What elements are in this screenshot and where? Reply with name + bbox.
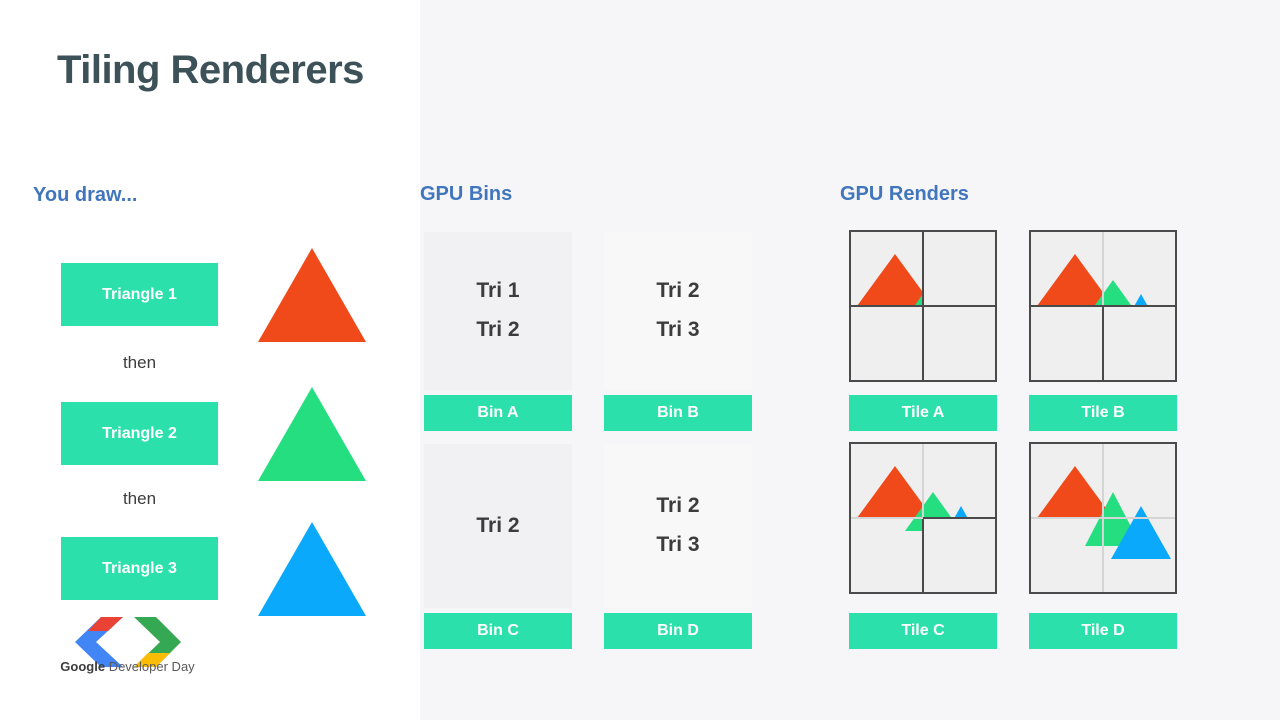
tile-card-c: Tile C bbox=[849, 442, 997, 649]
tile-grid-horizontal-b bbox=[1031, 305, 1175, 307]
connector-then-1: then bbox=[122, 353, 157, 372]
bin-item: Tri 3 bbox=[656, 533, 700, 556]
bin-card-a: Tri 1 Tri 2 Bin A bbox=[424, 232, 572, 431]
bin-panel-body-d bbox=[604, 444, 752, 608]
tile-clip-full bbox=[1031, 444, 1175, 592]
bin-item: Tri 2 bbox=[656, 279, 700, 303]
tile-frame-a bbox=[849, 230, 997, 382]
bin-contents-d: Tri 2 Tri 3 bbox=[604, 444, 752, 608]
tile-card-b: Tile B bbox=[1029, 230, 1177, 431]
section-heading-gpu-renders: GPU Renders bbox=[840, 183, 969, 205]
bin-item: Tri 3 bbox=[656, 318, 700, 341]
tile-grid-horizontal-right-c bbox=[923, 517, 995, 519]
tile-triangles-c-bottom bbox=[905, 518, 923, 531]
tile-frame-d bbox=[1029, 442, 1177, 594]
bin-item: Tri 1 bbox=[476, 279, 520, 303]
tile-clip-top-left bbox=[851, 232, 923, 306]
connector-then-2: then bbox=[122, 489, 157, 508]
bin-card-d: Tri 2 Tri 3 Bin D bbox=[604, 444, 752, 649]
tile-grid-vertical-top-b bbox=[1102, 232, 1104, 306]
tile-triangles-a bbox=[857, 254, 923, 306]
triangle-icon-orange bbox=[258, 248, 366, 342]
tile-scene-d bbox=[1031, 444, 1175, 592]
tile-grid-horizontal-d bbox=[1031, 517, 1175, 519]
tile-grid-horizontal-left-c bbox=[851, 517, 923, 519]
bin-panel-body-c bbox=[424, 444, 572, 608]
bin-contents-b: Tri 2 Tri 3 bbox=[604, 232, 752, 390]
section-heading-you-draw: You draw... bbox=[33, 184, 138, 206]
google-developer-day-logo bbox=[75, 617, 181, 667]
tile-label-d[interactable]: Tile D bbox=[1029, 613, 1177, 649]
tile-card-a: Tile A bbox=[849, 230, 997, 431]
draw-step-button-triangle-3[interactable]: Triangle 3 bbox=[61, 537, 218, 600]
tile-label-c[interactable]: Tile C bbox=[849, 613, 997, 649]
tile-scene-a bbox=[851, 232, 995, 380]
bin-label-a[interactable]: Bin A bbox=[424, 395, 572, 431]
bin-item: Tri 2 bbox=[476, 318, 520, 341]
tile-frame-b bbox=[1029, 230, 1177, 382]
draw-step-button-triangle-2[interactable]: Triangle 2 bbox=[61, 402, 218, 465]
section-heading-gpu-bins: GPU Bins bbox=[420, 183, 513, 205]
bin-label-b[interactable]: Bin B bbox=[604, 395, 752, 431]
tile-card-d: Tile D bbox=[1029, 442, 1177, 649]
tile-grid-vertical-bottom-c bbox=[922, 518, 924, 592]
triangle-icon-green bbox=[258, 387, 366, 481]
draw-step-button-triangle-1[interactable]: Triangle 1 bbox=[61, 263, 218, 326]
tile-label-b[interactable]: Tile B bbox=[1029, 395, 1177, 431]
triangle-icon-blue bbox=[258, 522, 366, 616]
page-title: Tiling Renderers bbox=[57, 48, 364, 92]
tile-label-a[interactable]: Tile A bbox=[849, 395, 997, 431]
bin-item: Tri 2 bbox=[656, 494, 700, 518]
bin-contents-c: Tri 2 bbox=[424, 444, 572, 608]
bin-label-c[interactable]: Bin C bbox=[424, 613, 572, 649]
tile-grid-vertical-bottom-b bbox=[1102, 306, 1104, 380]
google-developer-day-text: Google Developer Day bbox=[50, 659, 205, 674]
tile-grid-vertical-top-c bbox=[922, 444, 924, 518]
tile-triangles-d bbox=[1037, 466, 1171, 559]
bin-card-c: Tri 2 Bin C bbox=[424, 444, 572, 649]
tile-frame-c bbox=[849, 442, 997, 594]
bin-panel-body-a bbox=[424, 232, 572, 390]
logo-brand: Google bbox=[60, 659, 106, 674]
tile-clip-bottom-left bbox=[851, 518, 923, 592]
bin-panel-body-b bbox=[604, 232, 752, 390]
logo-suffix: Developer Day bbox=[105, 659, 195, 674]
bin-contents-a: Tri 1 Tri 2 bbox=[424, 232, 572, 390]
tile-grid-horizontal-a bbox=[851, 305, 995, 307]
bin-card-b: Tri 2 Tri 3 Bin B bbox=[604, 232, 752, 431]
bin-item: Tri 2 bbox=[476, 513, 520, 537]
bin-label-d[interactable]: Bin D bbox=[604, 613, 752, 649]
